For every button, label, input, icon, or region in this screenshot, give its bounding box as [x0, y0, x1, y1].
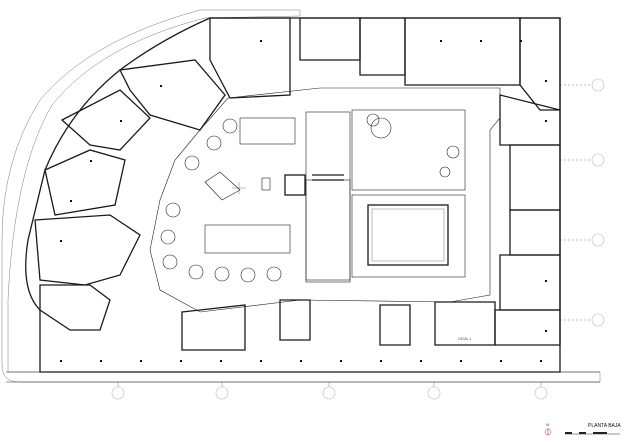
central-walkway — [284, 111, 351, 283]
svg-text:N: N — [546, 422, 549, 427]
pool — [351, 109, 466, 191]
planters — [160, 118, 282, 283]
courtyard — [351, 194, 466, 278]
scale-bar-icon — [565, 432, 620, 435]
columns — [60, 40, 547, 362]
shops — [34, 17, 561, 351]
drawing-title: PLANTA BAJA — [588, 423, 621, 429]
grid-markers — [111, 78, 605, 400]
building-outline — [25, 17, 561, 373]
north-arrow-icon: N — [544, 422, 552, 436]
shop-label: LOCAL 1 — [458, 337, 471, 341]
benches — [204, 117, 296, 254]
central-plaza — [149, 87, 501, 313]
